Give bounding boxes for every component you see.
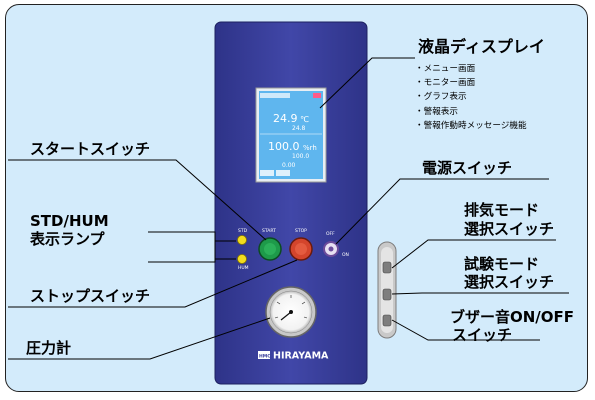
stop-switch-label: ストップスイッチ — [30, 287, 151, 305]
leader-std-hum — [148, 231, 216, 263]
lcd-feature-item: 警報表示 — [415, 105, 527, 119]
leader-power — [335, 178, 549, 245]
test-label-line2: 選択スイッチ — [464, 273, 555, 291]
leader-buzzer — [391, 319, 540, 341]
leader-stop — [8, 259, 298, 308]
brand-mark-text: HMC — [259, 354, 271, 360]
screen-bottom: 0.00 — [282, 162, 296, 169]
leader-start — [8, 159, 267, 241]
screen-unit-2: %rh — [303, 144, 317, 152]
device-panel — [214, 21, 368, 385]
leader-lcd — [319, 57, 415, 109]
leader-test — [391, 292, 569, 295]
power-switch-label: 電源スイッチ — [422, 159, 513, 177]
lcd-feature-item: グラフ表示 — [415, 90, 527, 104]
power-off-label: OFF — [326, 231, 335, 237]
exhaust-mode-switch[interactable] — [382, 261, 392, 274]
screen-reading-1: 24.9 — [273, 112, 298, 125]
start-switch-label: スタートスイッチ — [30, 140, 151, 158]
brand-mark — [258, 351, 270, 359]
std-hum-label-line1: STD/HUM — [30, 212, 109, 230]
test-label-line1: 試験モード — [464, 255, 540, 273]
hum-lamp — [237, 254, 247, 264]
std-lamp-label: STD — [238, 228, 248, 234]
lcd-title: 液晶ディスプレイ — [418, 37, 545, 56]
leader-exhaust — [391, 239, 556, 269]
exhaust-label-line1: 排気モード — [464, 201, 540, 219]
buzzer-switch[interactable] — [382, 314, 392, 327]
buzzer-label-line1: ブザー音ON/OFF — [450, 308, 575, 326]
leader-gauge — [8, 317, 271, 360]
lcd-feature-item: 警報作動時メッセージ機能 — [415, 119, 527, 133]
lcd-feature-item: モニター画面 — [415, 76, 527, 90]
screen-sub-2: 100.0 — [292, 153, 309, 160]
lcd-feature-list: メニュー画面 モニター画面 グラフ表示 警報表示 警報作動時メッセージ機能 — [415, 62, 527, 133]
test-mode-switch[interactable] — [382, 288, 392, 301]
screen-reading-2: 100.0 — [268, 140, 300, 153]
brand-name: HIRAYAMA — [273, 351, 329, 362]
start-button-label: START — [262, 228, 276, 234]
std-lamp — [237, 235, 247, 245]
std-hum-label-line2: 表示ランプ — [30, 230, 105, 248]
gauge-label: 圧力計 — [26, 339, 72, 357]
exhaust-label-line2: 選択スイッチ — [464, 220, 555, 238]
screen-unit-1: ℃ — [300, 115, 309, 124]
power-on-label: ON — [342, 252, 349, 258]
hum-lamp-label: HUM — [238, 265, 249, 271]
lcd-feature-item: メニュー画面 — [415, 62, 527, 76]
stop-button-label: STOP — [295, 228, 307, 234]
screen-sub-1: 24.8 — [292, 125, 306, 132]
buzzer-label-line2: スイッチ — [452, 326, 513, 344]
